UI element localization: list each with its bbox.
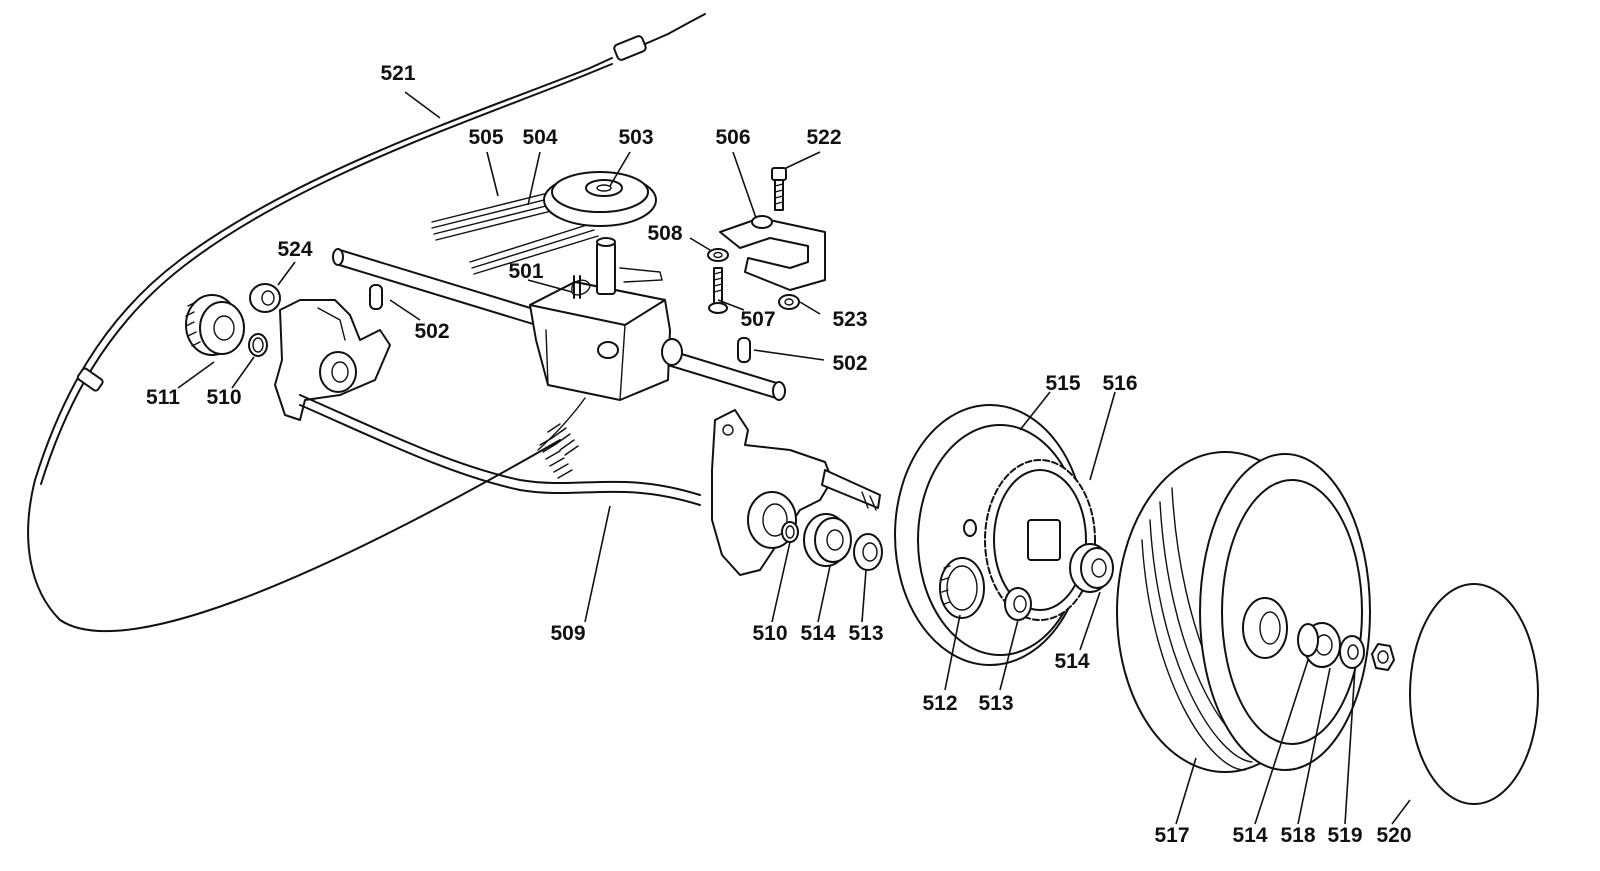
label-523: 523: [832, 308, 867, 331]
spacer-518: [1297, 623, 1319, 657]
height-adjust-rod: [299, 394, 701, 506]
ring-gear: [984, 459, 1096, 621]
label-522: 522: [806, 126, 841, 149]
left-height-lever: [274, 299, 391, 421]
label-514-left: 514: [800, 622, 835, 645]
label-502-left: 502: [414, 320, 449, 343]
label-510-left: 510: [206, 386, 241, 409]
label-520: 520: [1376, 824, 1411, 847]
label-516: 516: [1102, 372, 1137, 395]
label-501: 501: [508, 260, 543, 283]
gearbox: [529, 237, 683, 401]
axle-key-right: [737, 337, 751, 363]
label-514-hub: 514: [1232, 824, 1267, 847]
leader-lines: [177, 91, 1411, 825]
label-513-left: 513: [848, 622, 883, 645]
label-519: 519: [1327, 824, 1362, 847]
label-521: 521: [380, 62, 415, 85]
label-507: 507: [740, 308, 775, 331]
label-515: 515: [1045, 372, 1080, 395]
bearing-514-left: [803, 513, 852, 567]
label-508: 508: [647, 222, 682, 245]
washer-513-left: [853, 533, 883, 571]
label-517: 517: [1154, 824, 1189, 847]
label-503: 503: [618, 126, 653, 149]
bolt-507: [708, 267, 728, 314]
axle-key-left: [369, 284, 383, 310]
part-labels: 521 505 504 503 506 522 508 524 501 507 …: [146, 62, 1411, 847]
label-509: 509: [550, 622, 585, 645]
ring-510-right: [781, 521, 799, 543]
ring-510-left: [248, 333, 268, 357]
label-512: 512: [922, 692, 957, 715]
label-518: 518: [1280, 824, 1315, 847]
label-510-right: 510: [752, 622, 787, 645]
washer-519: [1339, 635, 1365, 669]
bolt-522: [771, 167, 787, 211]
label-505: 505: [468, 126, 503, 149]
bushing-524: [249, 283, 281, 313]
bearing-514-drum: [1069, 543, 1114, 593]
label-514-drum: 514: [1054, 650, 1089, 673]
washer-508: [707, 248, 729, 262]
nut-519: [1371, 643, 1395, 671]
drive-belt: [431, 187, 599, 275]
label-524: 524: [277, 238, 312, 261]
pinion-512: [939, 519, 985, 619]
label-513-drum: 513: [978, 692, 1013, 715]
drive-pulley: [543, 171, 657, 227]
label-511: 511: [146, 386, 180, 409]
label-504: 504: [522, 126, 557, 149]
washer-513-drum: [1004, 587, 1032, 621]
label-506: 506: [715, 126, 750, 149]
drive-cable: [27, 13, 706, 632]
label-502-right: 502: [832, 352, 867, 375]
control-bracket: [719, 215, 826, 291]
nut-523: [778, 294, 800, 310]
wheel-tyre: [1116, 451, 1371, 773]
hub-cap-520: [1409, 583, 1539, 805]
pinion-511: [185, 294, 245, 356]
